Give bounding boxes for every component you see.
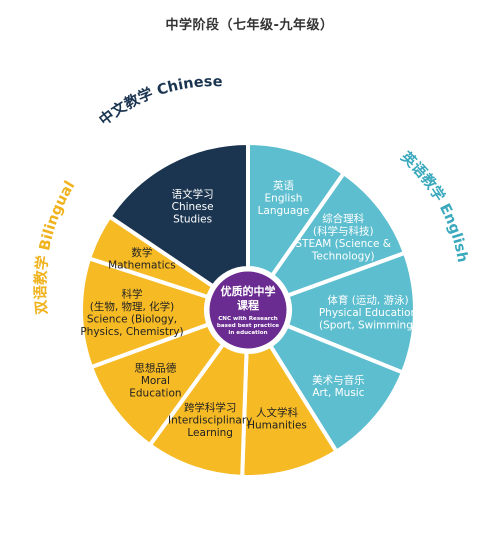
segment-label-line: 语文学习: [172, 187, 214, 200]
arc-label-bilingual: 双语教学 Bilingual: [31, 178, 78, 315]
segment-label-line: Art, Music: [312, 387, 364, 399]
segment-label-line: English: [265, 193, 303, 205]
segment-interdisciplinary-learning: [147, 341, 249, 479]
segment-label-line: (生物, 物理, 化学): [90, 300, 175, 313]
segment-label-line: Technology): [311, 251, 375, 263]
center-circle: [206, 268, 290, 352]
segment-humanities: [240, 343, 339, 479]
segment-mathematics: [87, 214, 216, 300]
segment-label-line: STEAM (Science &: [295, 238, 391, 250]
segment-label-line: (科学与科技): [313, 225, 374, 238]
center-title-line1: 优质的中学: [221, 284, 276, 298]
segment-label-line: 思想品德: [134, 361, 176, 374]
segment-art-music: [268, 323, 405, 454]
segment-label-line: Physical Education: [319, 307, 417, 319]
segment-label-line: Humanities: [247, 419, 307, 431]
segment-label-line: 数学: [131, 246, 152, 259]
center-subtitle-line1: CNC with Research: [218, 316, 278, 322]
segment-label-line: 英语: [273, 179, 294, 192]
arc-label-english: 英语教学 English: [397, 148, 470, 264]
arc-label-chinese: 中文教学 Chinese: [95, 74, 222, 129]
segment-label-line: Physics, Chemistry): [80, 326, 183, 338]
segment-label-line: Chinese: [172, 201, 214, 213]
center-title-line2: 课程: [237, 298, 259, 312]
center-subtitle-line2: based best practice: [217, 323, 279, 329]
segment-label-line: Learning: [187, 427, 233, 439]
segment-label-line: 综合理科: [322, 212, 364, 225]
segment-label-line: 人文学科: [256, 406, 298, 419]
segment-label-line: (Sport, Swimming): [319, 320, 417, 332]
segment-label-line: 体育 (运动, 游泳): [327, 294, 408, 307]
segment-label-line: Education: [129, 387, 181, 399]
segment-physical-education: [284, 250, 417, 375]
segment-english-language: [246, 141, 346, 278]
segment-label-line: Science (Biology,: [87, 313, 177, 325]
segment-label-line: Studies: [173, 213, 212, 225]
segment-steam: [270, 171, 407, 298]
segment-label-line: 科学: [122, 287, 143, 300]
segment-chinese-studies: [107, 141, 250, 289]
segment-label-line: Interdisciplinary: [168, 415, 252, 427]
segment-label-line: Moral: [141, 375, 170, 387]
page-title: 中学阶段（七年级-九年级）: [165, 18, 334, 33]
segment-label-steam: 综合理科(科学与科技)STEAM (Science &Technology): [295, 212, 391, 263]
segment-moral-education: [89, 322, 226, 448]
segment-label-line: 美术与音乐: [312, 374, 365, 387]
segment-label-line: 跨学科学习: [184, 401, 237, 414]
segment-science: [79, 256, 211, 370]
segment-label-line: Language: [258, 205, 310, 217]
segment-label-line: Mathematics: [108, 260, 176, 272]
center-subtitle-line3: in education: [228, 330, 267, 336]
segment-label-science: 科学(生物, 物理, 化学)Science (Biology,Physics, …: [80, 287, 183, 338]
segment-label-physical-education: 体育 (运动, 游泳)Physical Education(Sport, Swi…: [319, 294, 417, 332]
